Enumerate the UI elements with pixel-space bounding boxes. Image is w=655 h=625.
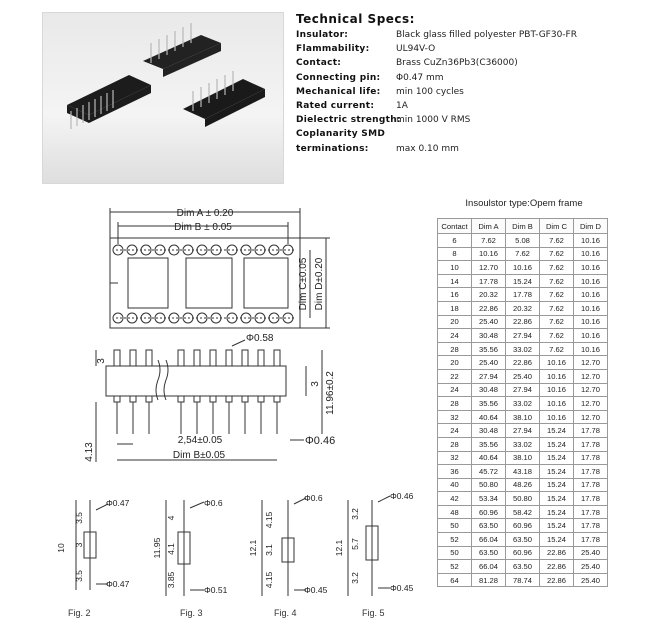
fig3-seg-b: 4.1 (166, 543, 176, 555)
fig3-seg-a: 4 (166, 515, 176, 520)
table-cell: 12.70 (573, 396, 608, 411)
fig5-top-dia: Φ0.46 (390, 491, 414, 501)
table-cell: 17.78 (573, 518, 608, 534)
top-view (109, 208, 330, 329)
top-contacts (112, 244, 294, 324)
fig4-seg-b: 3.1 (264, 544, 274, 556)
table-cell: 78.74 (505, 572, 540, 588)
fig4-bottom-dia: Φ0.45 (304, 585, 328, 595)
fig3-seg-c: 3.85 (166, 571, 176, 588)
table-caption: Insoulstor type:Opem frame (465, 198, 583, 209)
dim-b-bottom-label: Dim B±0.05 (173, 450, 226, 461)
fig4-top-dia: Φ0.6 (304, 493, 323, 503)
fig-5-label: Fig. 5 (362, 608, 385, 618)
table-cell: 25.40 (573, 559, 608, 574)
fig2-seg-b: 3 (74, 542, 84, 547)
h413-label: 4.13 (84, 442, 95, 462)
technical-specs: Technical Specs: Insulator:Black glass f… (296, 12, 646, 156)
fig4-seg-a: 4.15 (264, 511, 274, 528)
column-header: Dim D (573, 218, 608, 234)
fig2-top-dia: Φ0.47 (106, 498, 130, 508)
fig-4-drawing (261, 497, 307, 596)
fig5-total: 12.1 (334, 539, 344, 556)
spec-row: Connecting pin:Φ0.47 mm (296, 72, 444, 83)
fig5-seg-a: 3.2 (350, 508, 360, 520)
dim-a-label: Dim A ± 0.20 (177, 208, 234, 219)
fig2-seg-a: 3.5 (74, 512, 84, 524)
fig2-total: 10 (56, 543, 66, 553)
spec-row: Contact:Brass CuZn36Pb3(C36000) (296, 58, 518, 69)
dim-c-label: Dim C±0.05 (298, 257, 309, 310)
h3-left-label: 3 (96, 358, 107, 364)
spec-row: Rated current:1A (296, 100, 408, 111)
table-cell: 22.86 (539, 572, 574, 588)
fig-2-drawing (75, 500, 109, 590)
specs-title: Technical Specs: (296, 12, 415, 26)
dim-d-label: Dim D±0.20 (314, 257, 325, 310)
spec-row: terminations:max 0.10 mm (296, 143, 459, 154)
fig5-bottom-dia: Φ0.45 (390, 583, 414, 593)
fig-3-drawing (165, 500, 205, 596)
fig3-top-dia: Φ0.6 (204, 498, 223, 508)
fig4-seg-c: 4.15 (264, 571, 274, 588)
table-cell: 81.28 (471, 572, 506, 588)
table-cell: 17.78 (573, 491, 608, 506)
height-label: 11.96±0.2 (325, 371, 336, 415)
column-header: Dim B (505, 218, 540, 234)
spec-row: Flammability:UL94V-O (296, 44, 436, 55)
socket-body-side (105, 365, 287, 397)
fig4-total: 12.1 (248, 539, 258, 556)
fig-5-drawing (347, 495, 391, 596)
lead-diameter-label: Φ0.46 (305, 435, 335, 447)
fig3-total: 11.95 (152, 537, 162, 558)
column-header: Dim C (539, 218, 574, 234)
h3-right-label: 3 (310, 381, 321, 387)
fig2-bottom-dia: Φ0.47 (106, 579, 130, 589)
fig-3-label: Fig. 3 (180, 608, 203, 618)
fig5-seg-c: 3.2 (350, 572, 360, 584)
column-header: Dim A (471, 218, 506, 234)
spec-row: Coplanarity SMD (296, 129, 386, 140)
fig2-seg-c: 3.5 (74, 570, 84, 582)
pitch-label: 2,54±0.05 (178, 435, 223, 446)
fig-4-label: Fig. 4 (274, 608, 297, 618)
table-cell: 25.40 (573, 572, 608, 588)
column-header: Contact (437, 218, 472, 234)
spec-row: Dielectric strength:min 1000 V RMS (296, 115, 471, 126)
side-view (95, 339, 323, 462)
product-photo (42, 12, 284, 184)
dim-b-label: Dim B ± 0.05 (174, 222, 232, 233)
side-pins (113, 349, 281, 434)
fig3-bottom-dia: Φ0.51 (204, 585, 228, 595)
fig-2-label: Fig. 2 (68, 608, 91, 618)
pin-diameter-label: Φ0.58 (246, 333, 274, 344)
fig5-seg-b: 5.7 (350, 538, 360, 550)
spec-row: Mechanical life:min 100 cycles (296, 86, 464, 97)
table-header-row: Contact Dim A Dim B Dim C Dim D (437, 218, 608, 234)
ic-socket-photo-icon (67, 23, 265, 129)
spec-row: Insulator:Black glass filled polyester P… (296, 30, 577, 40)
